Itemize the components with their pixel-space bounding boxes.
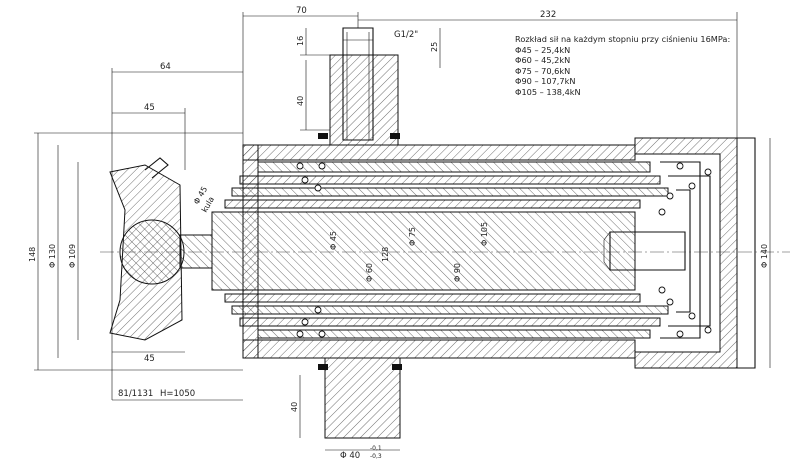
dim-pin-diameter: Φ 40 xyxy=(340,451,360,461)
dim-pin-tol-upper: -0,1 xyxy=(370,445,382,452)
force-note-item: Φ45 – 25,4kN xyxy=(515,44,571,55)
ball-mount xyxy=(109,157,213,341)
force-note-item: Φ105 – 138,4kN xyxy=(515,86,581,97)
dim-45-top: 45 xyxy=(144,103,155,113)
dim-130: Φ 130 xyxy=(48,244,57,268)
dim-40-top: 40 xyxy=(296,96,305,106)
pin-boss-bottom xyxy=(318,357,402,439)
dim-16: 16 xyxy=(296,36,305,46)
force-note-item: Φ60 – 45,2kN xyxy=(515,55,571,66)
seal-rings xyxy=(296,162,712,338)
dimension-lines xyxy=(34,12,771,451)
dim-40-bottom: 40 xyxy=(290,402,299,412)
dim-140: Φ 140 xyxy=(760,244,769,268)
stage-90-label: Φ 90 xyxy=(453,263,462,282)
stage-75-label: Φ 75 xyxy=(408,227,417,246)
stage-105-label: Φ 105 xyxy=(480,222,489,246)
dim-148: 148 xyxy=(28,247,37,262)
stage-45-label: Φ 45 xyxy=(329,231,338,250)
dim-109: Φ 109 xyxy=(68,244,77,268)
stage-60-label: Φ 60 xyxy=(365,263,374,282)
dim-pin-tol-lower: -0,3 xyxy=(370,453,382,460)
telescopic-stages xyxy=(211,161,711,339)
force-note-item: Φ75 – 70,6kN xyxy=(515,65,571,76)
dim-128-label: 128 xyxy=(381,247,390,262)
port-boss-top xyxy=(318,27,400,146)
dim-25: 25 xyxy=(430,42,439,52)
dim-thread: G1/2" xyxy=(394,30,418,40)
dim-stroke-code: 81/1131 xyxy=(118,389,153,399)
dim-64: 64 xyxy=(160,62,171,72)
force-note-item: Φ90 – 107,7kN xyxy=(515,76,576,87)
dim-70: 70 xyxy=(296,6,307,16)
dim-stroke-h: H=1050 xyxy=(160,389,195,399)
force-note-heading: Rozkład sił na każdym stopniu przy ciśni… xyxy=(515,34,731,44)
dim-45-bottom: 45 xyxy=(144,354,155,364)
dim-232: 232 xyxy=(540,10,556,20)
force-distribution-note: Rozkład sił na każdym stopniu przy ciśni… xyxy=(515,34,730,98)
